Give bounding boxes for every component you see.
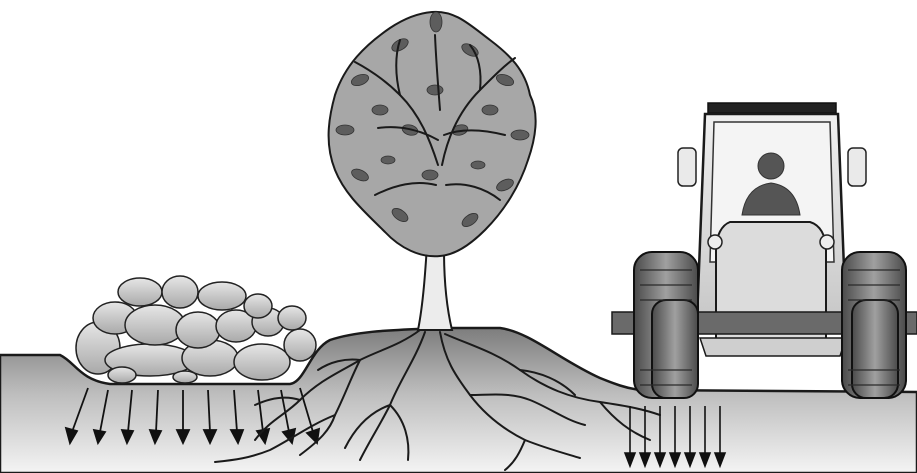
tree xyxy=(329,12,536,330)
tractor xyxy=(612,103,917,398)
right-front-tire xyxy=(852,300,898,398)
rock-pile xyxy=(76,276,316,383)
left-front-tire xyxy=(652,300,698,398)
driver-head xyxy=(758,153,784,179)
